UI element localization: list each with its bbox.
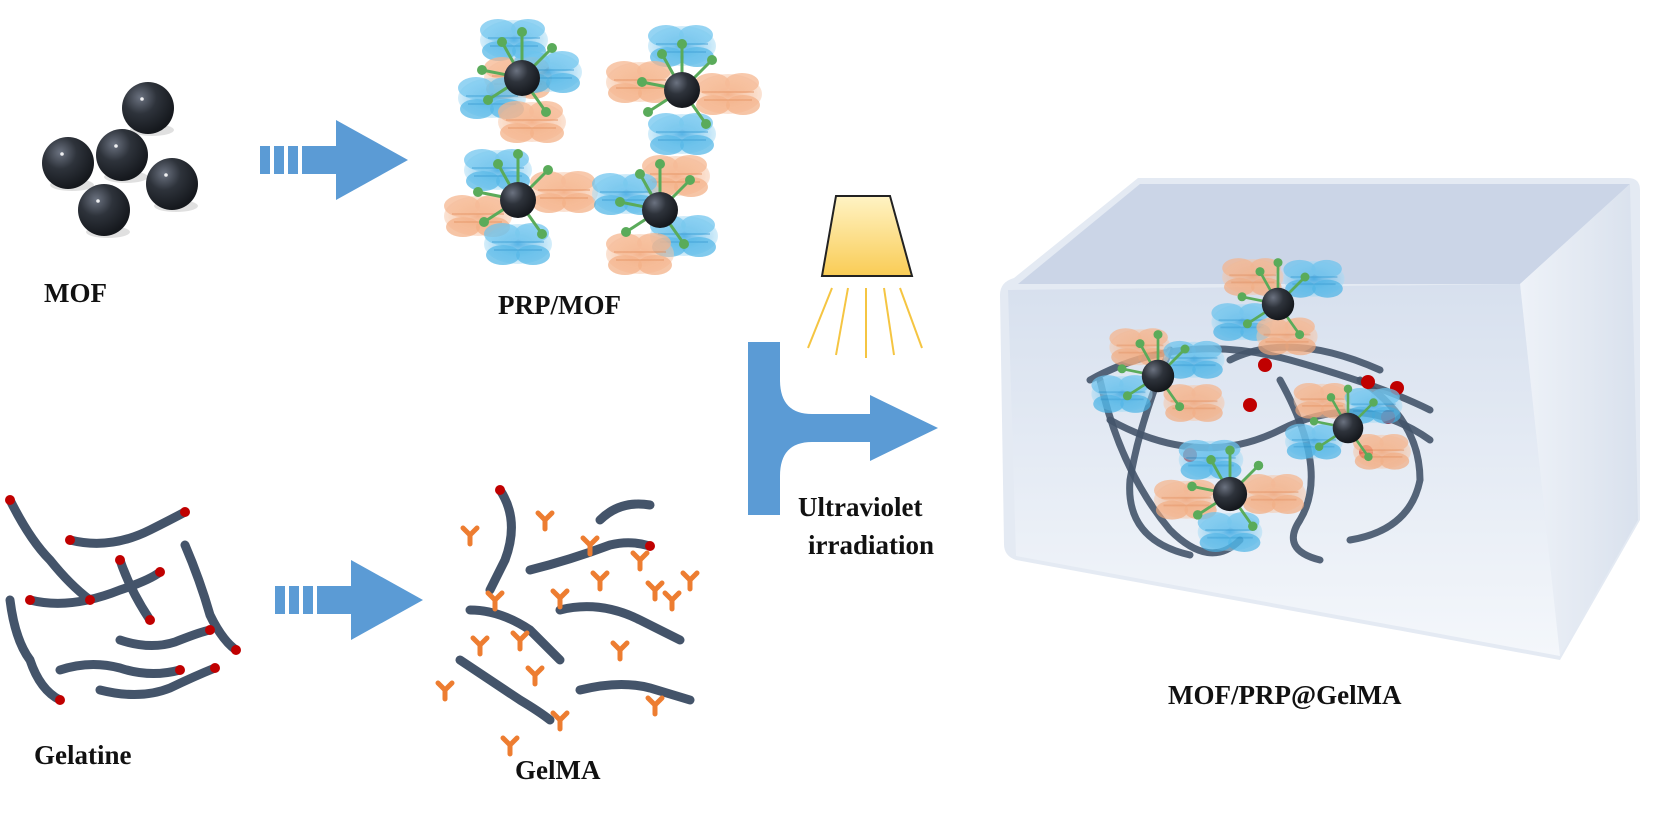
methacrylate-group: [648, 583, 662, 599]
mof-core: [664, 72, 700, 108]
chain-end-group: [85, 595, 95, 605]
methacrylate-group: [665, 593, 679, 609]
methacrylate-group: [553, 713, 567, 729]
polymer-chain: [115, 625, 215, 650]
polymer-chain: [525, 538, 655, 575]
chain-end-group: [5, 495, 15, 505]
chain-end-group: [65, 535, 75, 545]
prp-mof-label: PRP/MOF: [498, 290, 621, 320]
chain-end-group: [205, 625, 215, 635]
prp-mof-particle: [1153, 438, 1307, 553]
mof-core: [1261, 287, 1295, 321]
merge-arrow: [748, 342, 938, 515]
prp-mof-particle: [1210, 257, 1346, 357]
prp-mof-particle: [443, 148, 599, 266]
polymer-chain: [180, 540, 241, 655]
mof-sphere: [146, 158, 198, 210]
methacrylate-group: [488, 593, 502, 609]
polymer-chain: [595, 499, 655, 525]
polymer-chain: [455, 655, 555, 725]
prp-mof-particle: [457, 18, 583, 144]
methacrylate-group: [528, 668, 542, 684]
chain-end-group: [645, 541, 655, 551]
lamp-body: [820, 195, 914, 277]
crosslink-node: [1258, 358, 1272, 372]
mof-sphere: [96, 129, 148, 181]
chain-end-group: [155, 567, 165, 577]
polymer-chain: [95, 663, 220, 700]
methacrylate-group: [463, 528, 477, 544]
mof-core: [1332, 412, 1364, 444]
uv-label-line1: Ultraviolet: [798, 492, 923, 522]
chain-end-group: [175, 665, 185, 675]
chain-end-group: [495, 485, 505, 495]
chain-end-group: [180, 507, 190, 517]
product-label: MOF/PRP@GelMA: [1168, 680, 1402, 710]
chain-end-group: [145, 615, 155, 625]
mof-core: [504, 60, 540, 96]
prp-mof-particle: [1284, 382, 1412, 471]
block-top-face: [1018, 184, 1630, 284]
polymer-chain: [555, 602, 685, 645]
arrow-gelatine-to-gelma: [275, 560, 423, 640]
polymer-chain: [1096, 376, 1244, 557]
methacrylate-group: [438, 683, 452, 699]
methacrylate-group: [648, 698, 662, 714]
methacrylate-group: [613, 643, 627, 659]
mof-core: [1212, 476, 1248, 512]
polymer-chain: [575, 679, 695, 705]
prp-mof-composites: [443, 18, 763, 276]
crosslink-node: [1243, 398, 1257, 412]
polymer-chain: [115, 555, 155, 625]
mof-core: [1141, 359, 1175, 393]
polymer-chain: [485, 485, 516, 595]
polymer-chain: [5, 595, 65, 705]
mof-sphere: [78, 184, 130, 236]
methacrylate-group: [503, 738, 517, 754]
arrow-mof-to-prpmof: [260, 120, 408, 200]
mof-label: MOF: [44, 278, 107, 308]
gelma-network: [438, 485, 697, 754]
chain-end-group: [55, 695, 65, 705]
mof-sphere: [122, 82, 174, 134]
prp-mof-particle: [605, 24, 763, 156]
hydrogel-block: [1000, 178, 1640, 660]
chain-end-group: [25, 595, 35, 605]
uv-ray: [883, 287, 895, 356]
mof-core: [500, 182, 536, 218]
polymer-chain: [55, 660, 185, 678]
chain-end-group: [115, 555, 125, 565]
uv-ray: [835, 287, 849, 356]
polymer-chain: [5, 495, 95, 605]
crosslink-node: [1361, 375, 1375, 389]
polymer-chain: [1276, 376, 1324, 564]
gelatine-label: Gelatine: [34, 740, 132, 770]
block-side-face: [1520, 184, 1638, 656]
chain-end-group: [210, 663, 220, 673]
methacrylate-group: [633, 553, 647, 569]
polymer-chain: [465, 605, 565, 665]
methacrylate-group: [473, 638, 487, 654]
polymer-chain: [65, 507, 190, 548]
uv-ray: [899, 287, 923, 349]
polymer-chain: [25, 567, 165, 608]
methacrylate-group: [683, 573, 697, 589]
methacrylate-group: [538, 513, 552, 529]
methacrylate-group: [513, 633, 527, 649]
methacrylate-group: [593, 573, 607, 589]
prp-mof-particle: [1090, 327, 1226, 423]
prp-mof-particle: [591, 154, 719, 276]
mof-spheres: [42, 82, 198, 238]
mof-sphere: [42, 137, 94, 189]
gelma-label: GelMA: [515, 755, 601, 785]
chain-end-group: [231, 645, 241, 655]
uv-label-line2: irradiation: [808, 530, 934, 560]
uv-lamp: [807, 195, 923, 358]
mof-core: [642, 192, 678, 228]
gelatine-network: [5, 495, 241, 705]
uv-ray: [807, 287, 833, 349]
